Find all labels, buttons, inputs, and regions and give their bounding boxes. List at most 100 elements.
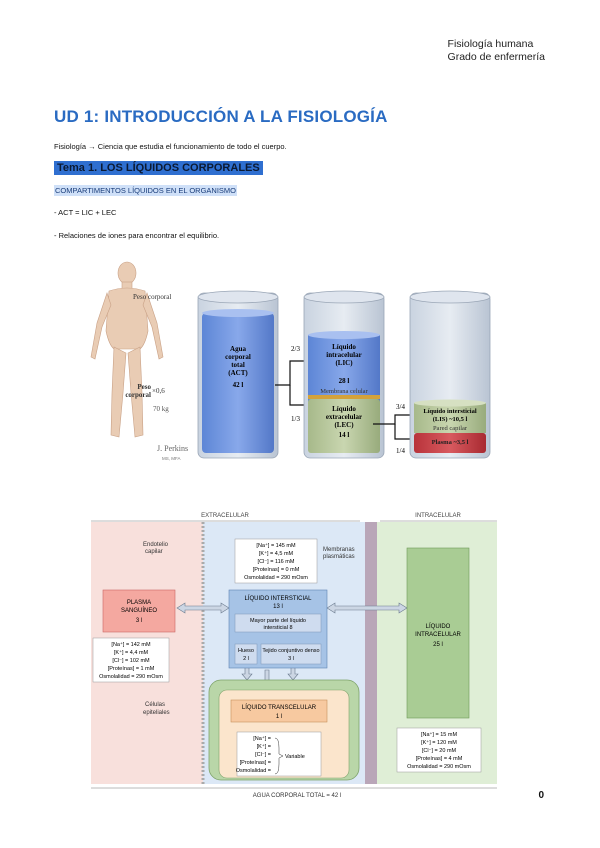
lic-line2: intracelular [326,351,361,359]
act-volume: 42 l [233,381,244,389]
plasma-ions-box: [Na⁺] = 142 mM [K⁺] = 4,4 mM [Cl⁻] = 102… [92,637,170,683]
bone-line1: Hueso [238,648,254,654]
transcellular-volume: 1 l [276,714,282,720]
act-line3: total [231,361,245,369]
split-arrows-1 [275,360,307,406]
transcellular-box: LÍQUIDO TRANSCELULAR 1 l [230,699,328,723]
intracellular-line2: INTRACELULAR [415,632,461,638]
header-course: Fisiología humana [447,38,534,50]
variable-label: Variable [285,754,305,760]
figure-compartment-ions: EXTRACELULAR INTRACELULAR Endotelio capi… [85,508,510,800]
lec-line3: (LEC) [334,421,354,429]
plasma-ion-3: [Cl⁻] = 102 mM [112,658,150,664]
header-degree: Grado de enfermería [447,51,545,63]
int-ion-4: [Proteínas] = 0 mM [253,567,300,573]
fig1-weight-label: Peso corporal [133,293,171,301]
plasma-ion-1: [Na⁺] = 142 mM [111,641,151,648]
page-title: UD 1: INTRODUCCIÓN A LA FISIOLOGÍA [54,107,388,126]
fig1-artist-credit: MS, MFA [162,456,181,461]
figure-fluid-compartments: Peso corporal Peso corporal ×0,6 70 kg J… [90,261,491,461]
fig1-factor: ×0,6 [152,387,165,395]
bone-volume: 2 l [243,656,249,662]
intra-ion-3: [Cl⁻] = 20 mM [422,748,457,754]
trans-ion-1: [Na⁺] = [253,735,271,742]
plasma-line1: PLASMA [127,600,151,606]
lic-line3: (LIC) [335,359,353,367]
membrane-band [365,522,377,784]
epithelial-line1: Células [145,702,165,708]
intra-ion-1: [Na⁺] = 15 mM [421,731,457,738]
intra-ion-4: [Proteínas] = 4 mM [416,756,463,762]
bullet-act: - ACT = LIC + LEC [54,208,117,217]
split-arrows-2 [373,414,413,440]
act-line2: corporal [225,353,251,361]
subsection-heading: COMPARTIMENTOS LÍQUIDOS EN EL ORGANISMO [54,185,237,196]
frac-plasma: 1/4 [396,447,405,455]
trans-ion-4: [Proteínas] = [240,760,271,766]
int-ion-1: [Na⁺] = 145 mM [256,542,296,549]
beaker-lic-lec: Líquido intracelular (LIC) 28 l Membrana… [303,290,385,459]
beaker-lis-plasma: Líquido intersticial (LIS) ~10,5 l Pared… [409,290,491,459]
total-label: AGUA CORPORAL TOTAL = 42 l [253,793,341,799]
frac-lec: 1/3 [291,415,300,423]
int-ion-2: [K⁺] = 4,5 mM [259,550,294,557]
trans-ion-3: [Cl⁻] = [255,752,271,758]
membranes-line1: Membranas [323,547,355,553]
trans-ion-2: [K⁺] = [257,743,271,750]
intracellular-box: LÍQUIDO INTRACELULAR 25 l [406,547,470,719]
page-number: 0 [538,790,544,801]
lec-line2: extracelular [326,413,362,421]
int-ion-5: Osmolalidad = 290 mOsm [244,575,308,581]
plasma-ion-5: Osmolalidad = 290 mOsm [99,674,163,680]
intracellular-volume: 25 l [433,642,443,648]
intracellular-ions-box: [Na⁺] = 15 mM [K⁺] = 120 mM [Cl⁻] = 20 m… [396,727,482,773]
majority-line2: intersticial 8 [263,625,292,631]
fig1-peso-line2: corporal [125,391,151,399]
interstitial-line1: LÍQUIDO INTERSTICIAL [244,595,312,602]
lic-line1: Líquido [332,343,356,351]
int-ion-3: [Cl⁻] = 116 mM [258,559,295,565]
trans-ion-5: Osmolalidad = [236,768,271,774]
human-body-illustration [90,261,164,438]
membrane-label: Membrana celular [320,388,368,395]
connective-volume: 3 l [288,656,294,662]
frac-lis: 3/4 [396,403,405,411]
section-heading: Tema 1. LOS LÍQUIDOS CORPORALES [54,161,263,175]
epithelial-line2: epiteliales [143,710,170,716]
lec-line1: Líquido [332,405,356,413]
interstitial-volume: 13 l [273,604,283,610]
endothelium-line1: Endotelio [143,542,169,548]
definition-text: Fisiología → Ciencia que estudia el func… [54,142,287,151]
bullet-ions: - Relaciones de iones para encontrar el … [54,231,220,240]
wall-label: Pared capilar [433,425,468,432]
intra-ion-5: Osmolalidad = 290 mOsm [407,764,471,770]
lic-volume: 28 l [339,377,350,385]
plasma-volume: 3 l [136,618,142,624]
transcellular-ions-box: [Na⁺] = [K⁺] = [Cl⁻] = [Proteínas] = Osm… [236,731,322,777]
extracellular-header: EXTRACELULAR [201,513,249,519]
majority-line1: Mayor parte del líquido [250,618,306,624]
intracellular-header: INTRACELULAR [415,513,461,519]
intra-ion-2: [K⁺] = 120 mM [421,739,457,746]
endothelium-line2: capilar [145,549,163,555]
lec-volume: 14 l [339,431,350,439]
interstitial-ions-box: [Na⁺] = 145 mM [K⁺] = 4,5 mM [Cl⁻] = 116… [234,538,318,584]
plasma-ion-2: [K⁺] = 4,4 mM [114,649,149,656]
beaker-total-water: Agua corporal total (ACT) 42 l [197,290,279,459]
variable-brace [274,737,284,775]
intracellular-line1: LÍQUIDO [426,623,451,630]
fig1-weight: 70 kg [153,405,169,413]
fig1-peso-line1: Peso [137,383,151,391]
lis-volume: (LIS) ~10,5 l [433,416,468,423]
transcellular-line1: LÍQUIDO TRANSCELULAR [242,704,317,711]
running-header: Fisiología humana Grado de enfermería [448,38,545,64]
plasma-label: Plasma ~3,5 l [432,439,469,446]
act-line1: Agua [230,345,246,353]
interstitial-box: LÍQUIDO INTERSTICIAL 13 l Mayor parte de… [228,589,328,669]
plasma-line2: SANGUÍNEO [121,607,157,614]
plasma-box: PLASMA SANGUÍNEO 3 l [102,589,176,633]
frac-lic: 2/3 [291,345,300,353]
lis-label: Líquido intersticial [423,408,476,415]
plasma-ion-4: [Proteínas] = 1 mM [108,666,155,672]
connective-line1: Tejido conjuntivo denso [262,648,319,654]
